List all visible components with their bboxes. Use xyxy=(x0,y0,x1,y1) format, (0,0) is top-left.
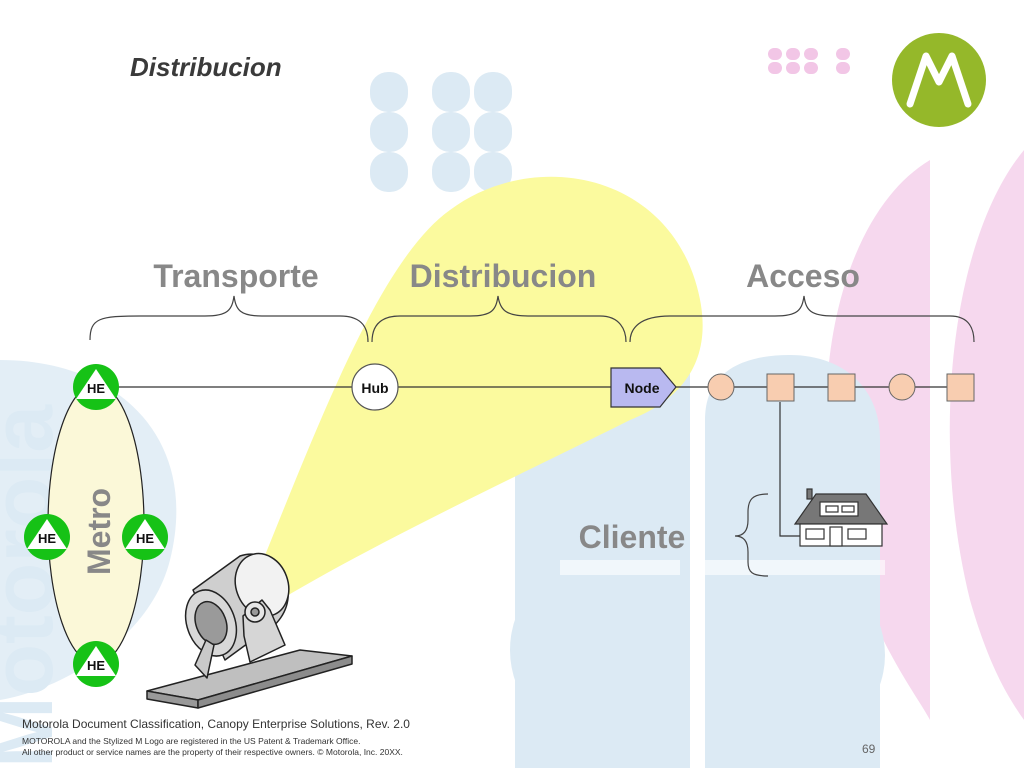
transport-bracket xyxy=(89,295,369,343)
distribution-label: Distribucion xyxy=(410,258,597,294)
client-bracket xyxy=(734,493,769,577)
access-label: Acceso xyxy=(746,258,860,294)
page-number: 69 xyxy=(862,742,876,756)
access-bracket xyxy=(629,295,975,343)
headend-top: HE xyxy=(73,364,119,410)
tap xyxy=(827,373,856,402)
footer-legal: MOTOROLA and the Stylized M Logo are reg… xyxy=(22,736,403,758)
footer-legal-line: MOTOROLA and the Stylized M Logo are reg… xyxy=(22,736,361,746)
slide-title: Distribucion xyxy=(130,52,282,82)
distribution-bracket xyxy=(371,295,627,343)
segment-brackets xyxy=(89,295,975,577)
headend-label: HE xyxy=(136,531,154,546)
tap xyxy=(946,373,975,402)
footer-legal-line: All other product or service names are t… xyxy=(22,747,403,757)
amplifier xyxy=(707,373,735,401)
headend-bottom: HE xyxy=(73,641,119,687)
hub-node xyxy=(351,363,399,411)
house-icon xyxy=(793,488,889,547)
headend-right: HE xyxy=(122,514,168,560)
amplifier xyxy=(888,373,916,401)
motorola-logo-icon xyxy=(892,33,986,127)
tap xyxy=(766,373,795,402)
network-links xyxy=(118,386,974,537)
fiber-node xyxy=(610,367,677,408)
node-label: Node xyxy=(625,380,660,396)
client-label: Cliente xyxy=(579,519,686,555)
headend-label: HE xyxy=(87,381,105,396)
headend-left: HE xyxy=(24,514,70,560)
metro-label: Metro xyxy=(81,488,117,575)
access-devices xyxy=(707,373,975,402)
headend-label: HE xyxy=(87,658,105,673)
spotlight-icon xyxy=(146,552,353,709)
spotlight-beam xyxy=(255,176,703,600)
headend-label: HE xyxy=(38,531,56,546)
hub-label: Hub xyxy=(361,380,388,396)
transport-label: Transporte xyxy=(153,258,318,294)
drop-cable xyxy=(779,402,800,537)
footer-classification: Motorola Document Classification, Canopy… xyxy=(22,717,410,731)
